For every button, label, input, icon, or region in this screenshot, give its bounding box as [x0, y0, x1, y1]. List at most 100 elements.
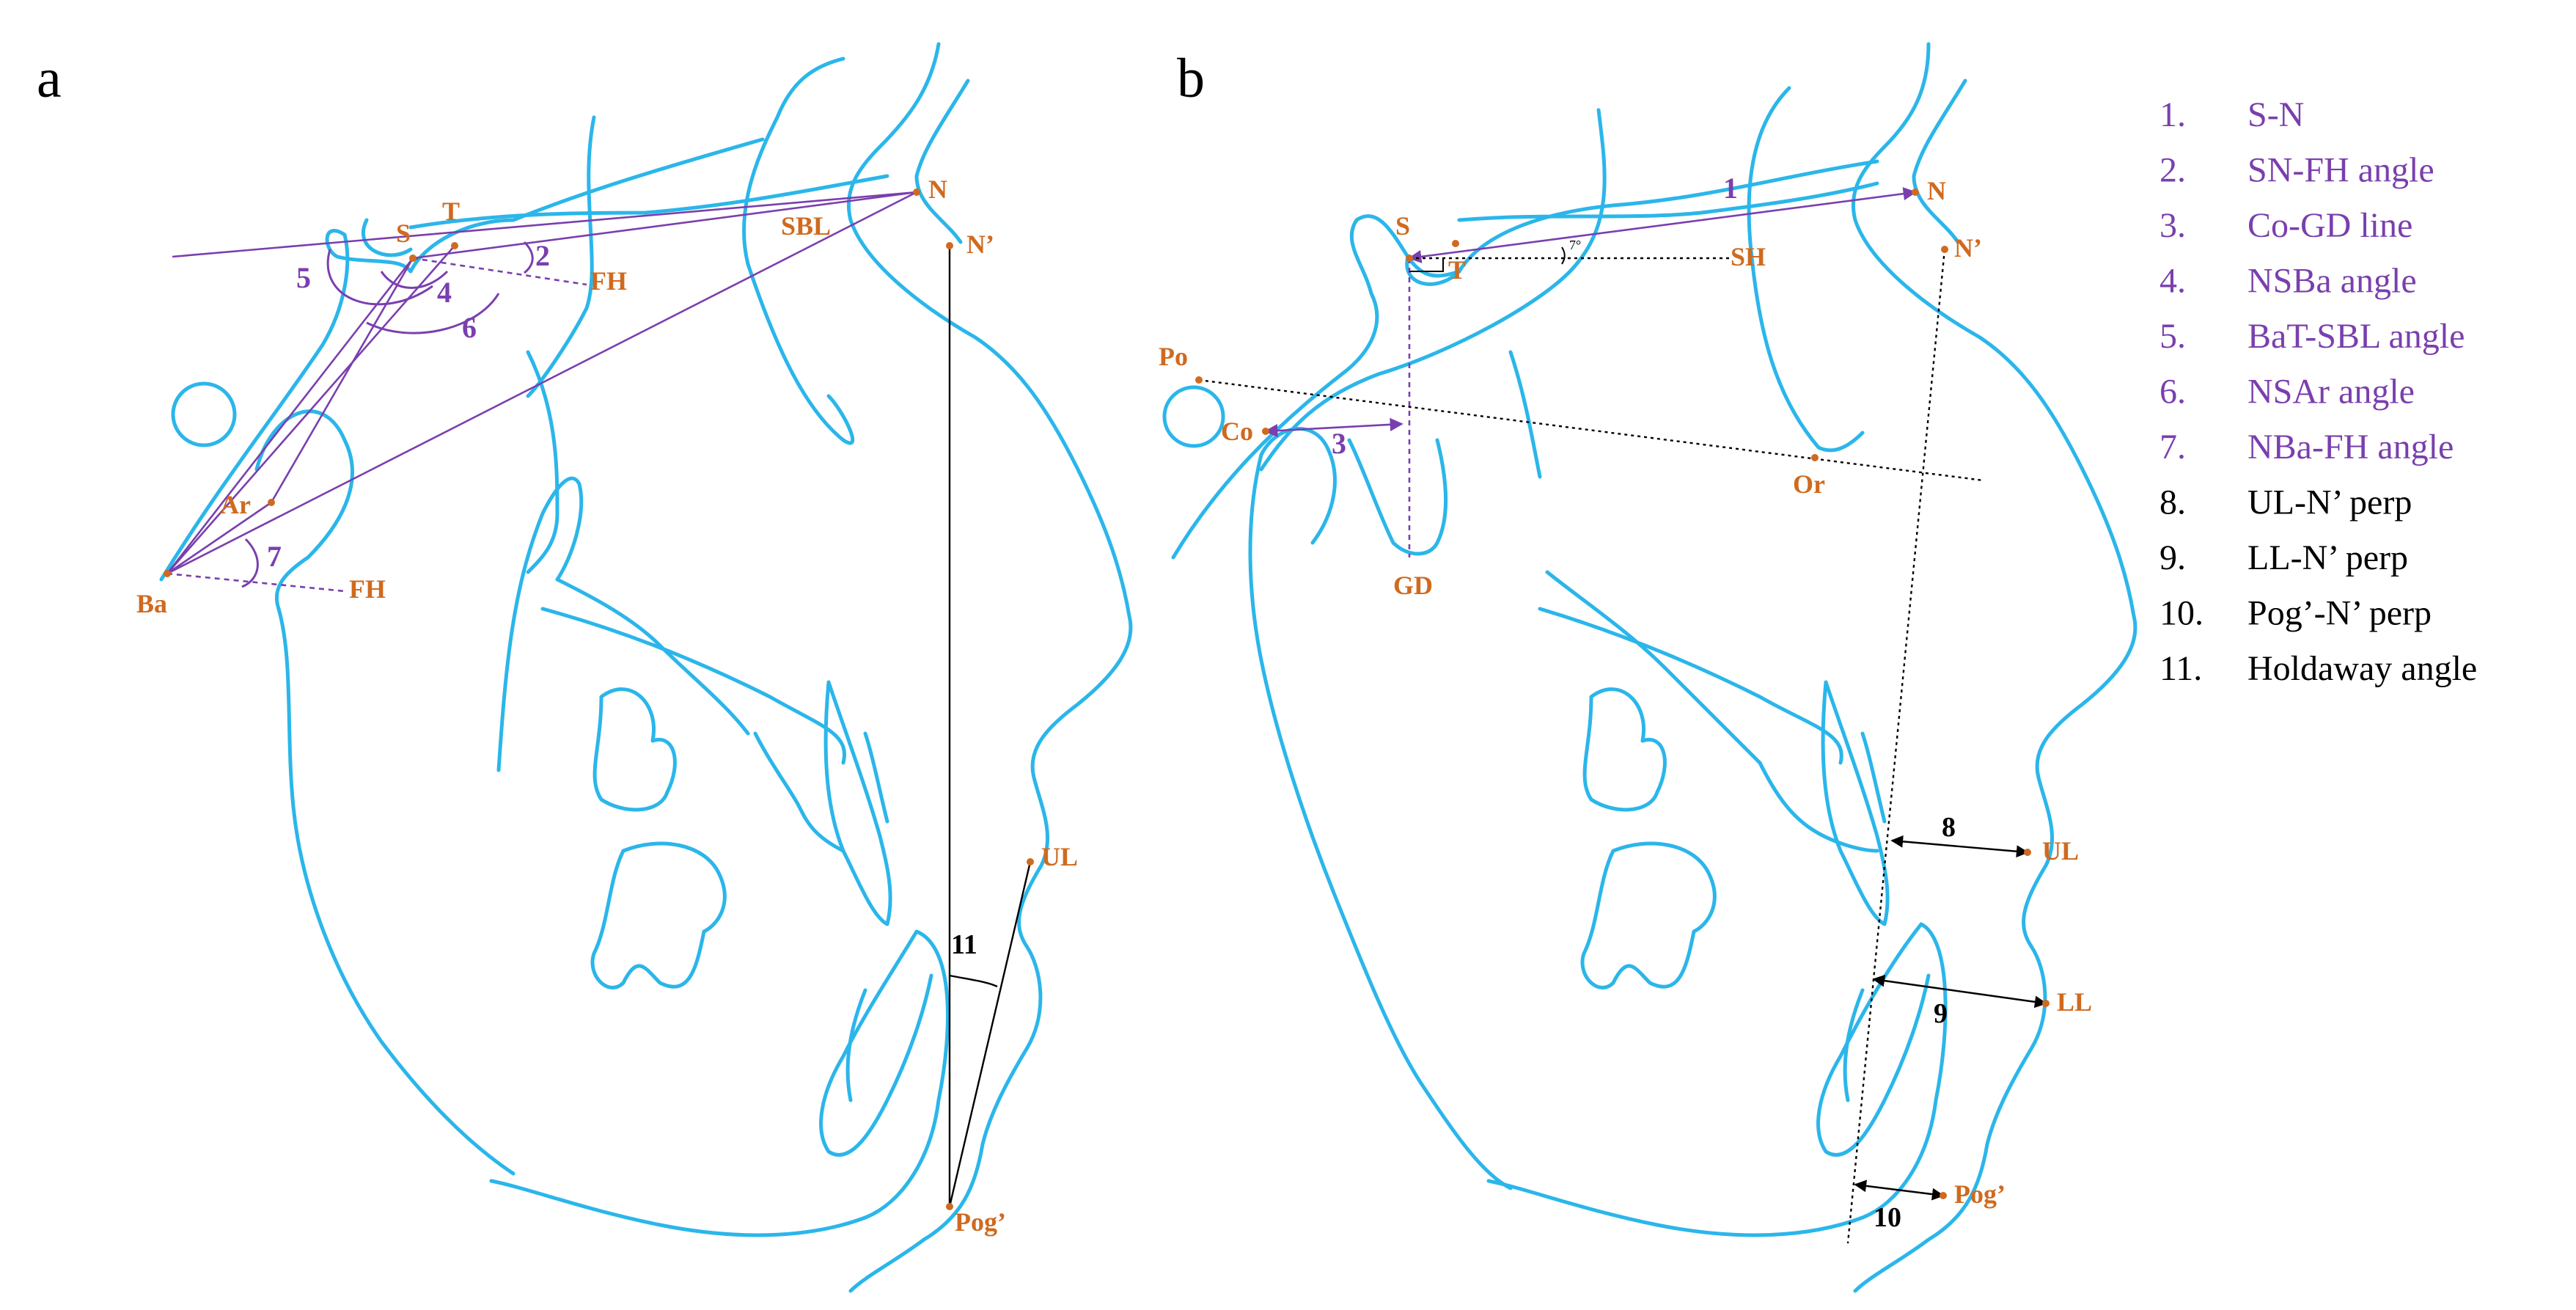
b-ul-arrow — [1890, 835, 2029, 858]
b-s-n-line — [1408, 187, 1917, 263]
b-label-N-prime: N’ — [1954, 233, 1982, 263]
legend-label: Co-GD line — [2247, 206, 2412, 245]
a-point-UL — [1027, 858, 1034, 866]
legend-number: 7. — [2159, 428, 2186, 466]
a-num-7: 7 — [267, 540, 282, 573]
a-point-T — [451, 242, 458, 249]
b-upper-incisor-root — [1860, 731, 1887, 824]
a-symphysis — [489, 929, 950, 1237]
b-lower-incisor-inner — [1843, 988, 1865, 1102]
a-num-5: 5 — [296, 261, 311, 294]
legend-label: NSAr angle — [2247, 373, 2415, 411]
b-point-N — [1912, 189, 1919, 196]
b-palate — [1545, 570, 1762, 765]
b-point-S — [1406, 255, 1413, 262]
b-right-angle-mark — [1409, 258, 1444, 272]
a-point-Pog-prime — [946, 1203, 953, 1210]
a-point-S — [409, 255, 417, 262]
legend-label: S-N — [2247, 95, 2304, 134]
b-label-N: N — [1927, 176, 1946, 205]
b-num-9: 9 — [1934, 998, 1948, 1029]
legend-number: 8. — [2159, 483, 2186, 522]
a-fh-line-upper — [412, 257, 587, 286]
b-pog-arrow — [1854, 1179, 1945, 1201]
a-ba-n-line — [166, 191, 917, 575]
a-label-UL: UL — [1041, 842, 1078, 871]
legend-label: BaT-SBL angle — [2247, 317, 2465, 356]
b-num-10: 10 — [1874, 1202, 1901, 1233]
panel-b-construction-purple — [1264, 187, 1917, 557]
a-s-n-line — [412, 191, 917, 260]
a-s-ba-line — [166, 257, 414, 574]
a-label-N: N — [928, 175, 947, 204]
a-angle-arc-2 — [523, 241, 534, 274]
a-soft-tissue-profile — [846, 42, 1133, 1293]
a-soft-palate — [753, 731, 845, 853]
b-deg-label: 7° — [1569, 238, 1581, 252]
a-point-Ar — [268, 499, 275, 506]
a-pterygoid — [526, 350, 559, 574]
b-anterior-cranial-base — [1457, 181, 1879, 222]
a-label-Ar: Ar — [220, 490, 251, 519]
b-soft-palate — [1758, 761, 1879, 853]
legend-label: LL-N’ perp — [2247, 538, 2408, 577]
legend-label: NSBa angle — [2247, 262, 2417, 301]
b-label-SH: SH — [1731, 242, 1766, 271]
legend-label: NBa-FH angle — [2247, 428, 2454, 466]
a-ba-t-line — [166, 245, 455, 574]
b-frontal-curve — [1747, 86, 1865, 453]
b-label-LL: LL — [2057, 987, 2092, 1017]
a-orbit-rim — [746, 262, 855, 445]
a-upper-incisor-root — [863, 731, 889, 824]
b-point-T — [1452, 240, 1459, 247]
b-orbit-outline — [1259, 108, 1607, 472]
legend-number: 2. — [2159, 151, 2186, 190]
panel-b: b — [1159, 42, 2138, 1293]
panel-b-tracing — [1162, 42, 2138, 1293]
panel-a-construction-purple — [166, 191, 917, 593]
panel-a-tracing — [159, 42, 1133, 1293]
b-point-Po — [1195, 376, 1203, 384]
a-angle-arc-4 — [380, 270, 449, 289]
a-label-SBL: SBL — [781, 211, 831, 241]
a-sbl-line — [172, 191, 917, 258]
legend-number: 1. — [2159, 95, 2186, 134]
b-ll-arrow — [1872, 974, 2047, 1009]
a-holdaway-arc — [949, 974, 998, 988]
a-nasal-line — [914, 78, 970, 244]
panel-a-construction-black — [948, 246, 1032, 1207]
a-palate-line — [555, 577, 750, 736]
b-maxilla — [1538, 607, 1843, 765]
legend-label: Pog’-N’ perp — [2247, 594, 2432, 633]
a-label-FH-lower: FH — [349, 574, 386, 604]
b-co-gd-arrow — [1264, 417, 1403, 438]
a-label-Pog-prime: Pog’ — [955, 1207, 1006, 1237]
a-label-T: T — [442, 197, 460, 226]
b-point-LL — [2042, 1000, 2050, 1007]
b-upper-molar — [1582, 687, 1667, 812]
b-n-prime-perp — [1846, 249, 1946, 1244]
a-ramus-back — [276, 607, 515, 1176]
legend-label: Holdaway angle — [2247, 649, 2477, 688]
a-orbit-outline — [526, 115, 596, 398]
a-angle-arc-6 — [366, 293, 500, 334]
a-num-11: 11 — [951, 929, 977, 960]
a-lower-incisor-inner — [845, 988, 867, 1102]
b-label-GD: GD — [1393, 571, 1433, 600]
a-angle-arc-5 — [326, 249, 433, 306]
b-label-S: S — [1395, 211, 1410, 241]
b-point-Pog-prime — [1940, 1192, 1947, 1199]
a-angle-arc-7 — [241, 538, 259, 588]
legend-number: 5. — [2159, 317, 2186, 356]
b-upper-incisor — [1821, 680, 1890, 926]
a-ar-ba-line — [166, 501, 272, 575]
legend-number: 11. — [2159, 649, 2202, 688]
a-point-Ba — [164, 570, 171, 577]
b-point-N-prime — [1941, 246, 1948, 253]
a-lower-molar — [590, 841, 727, 989]
a-point-N-prime — [946, 242, 953, 249]
a-holdaway-line — [948, 861, 1032, 1207]
a-upper-molar — [592, 687, 677, 812]
